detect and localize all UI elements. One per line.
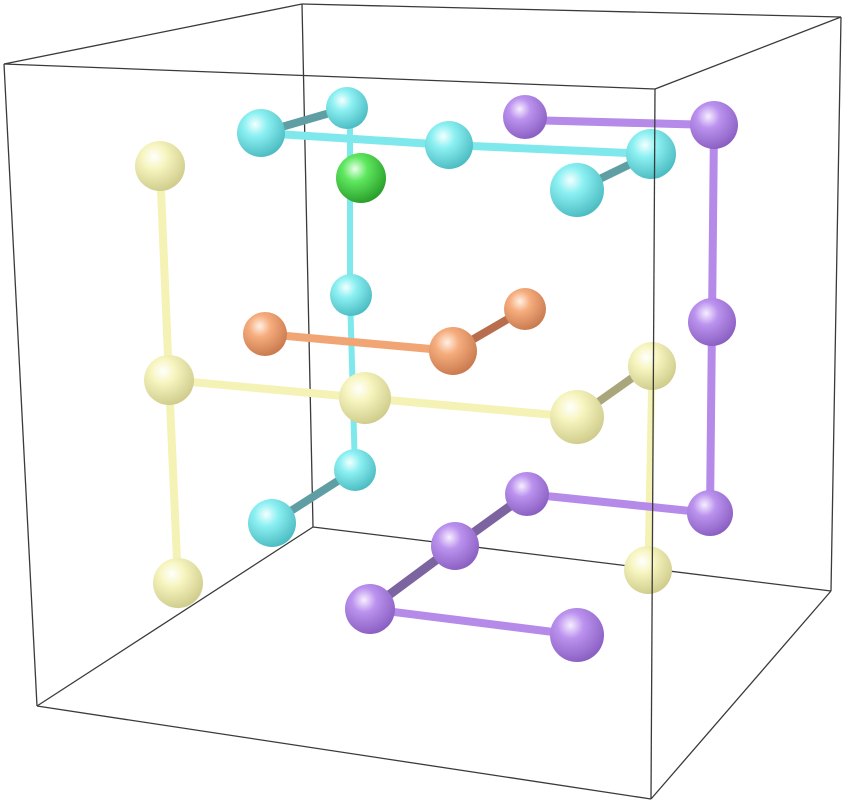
sphere-purple [687,490,733,536]
sphere-orange [429,327,477,375]
box-edge [301,3,842,18]
sphere-purple [688,298,736,346]
sphere-orange [504,288,546,330]
bond-yellow [165,376,369,402]
bond-yellow [165,376,182,587]
sphere-cyan [334,449,376,491]
bond-yellow [361,394,581,421]
box-edge [654,16,842,90]
box-edge [301,3,314,528]
bond-purple [366,605,581,639]
sphere-cyan [425,121,473,169]
sphere-cyan [626,129,676,179]
box-edge [3,63,656,90]
box-edge [3,3,303,65]
sphere-purple [345,584,395,634]
bond-purple [708,121,718,326]
bond-cyan [445,141,655,158]
bond-yellow [156,162,173,384]
sphere-cyan [326,87,368,129]
box-edge [36,526,314,707]
box-edge [650,590,832,800]
sphere-yellow [628,342,676,390]
sphere-purple [431,522,479,570]
box-edge [36,705,652,800]
bounding-box-front [3,16,842,800]
bond-purple [521,116,718,129]
sphere-yellow [144,355,194,405]
box-edge [650,88,656,800]
box-edge [830,16,842,592]
sphere-cyan [237,109,285,157]
sphere-yellow [153,558,203,608]
bond-purple [706,318,716,517]
bond-yellow [644,362,656,574]
sphere-cyan [550,163,604,217]
box-edge [312,526,832,592]
bond-purple [523,490,714,517]
sphere-yellow [550,390,604,444]
box-edge [3,63,38,707]
spheres [135,87,738,662]
bond-cyan [257,129,453,149]
sphere-cyan [330,274,372,316]
bounding-box-back [3,3,842,707]
sphere-yellow [624,546,672,594]
bond-orange [261,330,457,355]
sphere-cyan [248,499,296,547]
sphere-green [336,153,386,203]
sphere-yellow [339,372,391,424]
sphere-orange [243,312,287,356]
sphere-yellow [135,141,185,191]
sphere-purple [503,95,547,139]
sphere-purple [550,608,604,662]
sphere-purple [690,101,738,149]
sphere-purple [505,472,549,516]
